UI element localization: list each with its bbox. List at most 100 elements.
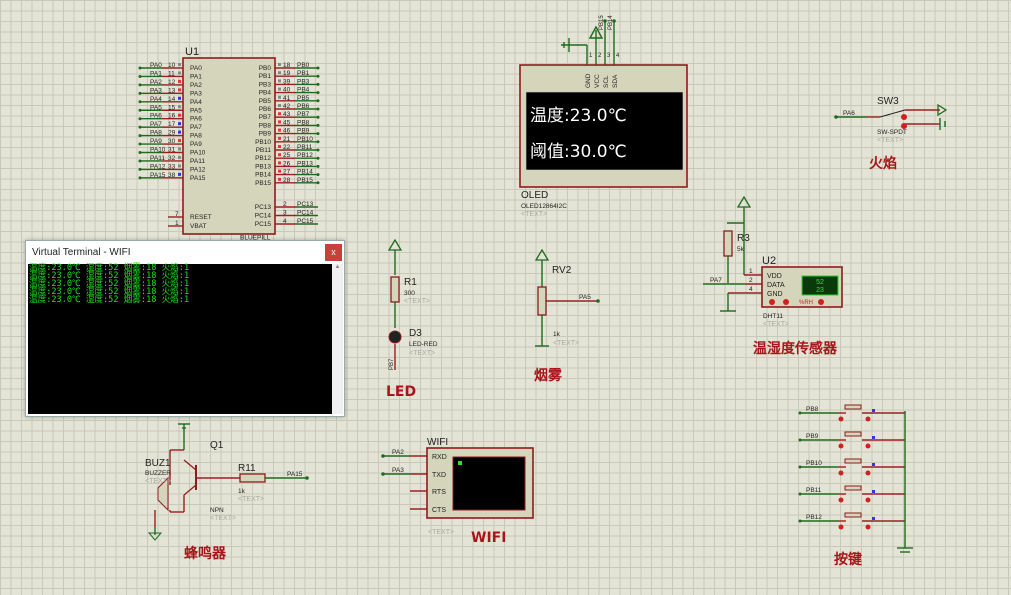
r1-text: <TEXT> [404, 298, 430, 305]
r3-value: 5k [737, 246, 745, 253]
u1-pin-number: 25 [283, 152, 291, 159]
u1-body[interactable] [182, 57, 276, 235]
d3-led[interactable] [388, 330, 402, 344]
u1-pin-name: PA15 [190, 175, 206, 182]
u1-part: BLUEPILL [240, 235, 271, 242]
u1-pin-number: 27 [283, 169, 291, 176]
wifi-pin-txd: TXD [432, 472, 446, 479]
close-button[interactable]: x [325, 243, 342, 261]
u1-pin-number: 33 [168, 163, 176, 170]
u1-pin-number: 29 [168, 130, 176, 137]
push-button[interactable] [844, 431, 862, 437]
dht-temperature[interactable]: 23 [816, 287, 824, 294]
u1-pin-number: 38 [168, 172, 176, 179]
u1-net-label: PA15 [150, 172, 166, 179]
oled-text-placeholder: <TEXT> [521, 211, 547, 218]
buzzer-circuit[interactable]: PA15 R11 1k <TEXT> Q1 NPN <TEXT> BUZ1 BU… [145, 423, 309, 562]
key-net-label: PB8 [806, 406, 819, 413]
u1-pin-name: PA2 [190, 82, 202, 89]
u1-pin-name: PB4 [259, 90, 272, 97]
u1-pin-number: 19 [283, 70, 291, 77]
push-button[interactable] [844, 512, 862, 518]
oled-line-2: 阈值:30.0℃ [530, 142, 627, 162]
dht-unit: %RH [799, 300, 813, 306]
dht-humidity[interactable]: 52 [816, 279, 824, 286]
oled-pin-num: 3 [607, 53, 611, 59]
u1-net-label: PB14 [297, 169, 313, 176]
sw3-flame-switch[interactable]: SW3 PA6 SW-SPDT <TEXT> 火焰 [834, 96, 948, 172]
r1-resistor[interactable] [390, 276, 400, 303]
u1-pin-number: 32 [168, 155, 176, 162]
wifi-pin-cts: CTS [432, 507, 446, 514]
u1-pin-name: VBAT [190, 223, 207, 230]
u1-pin-number: 17 [168, 121, 176, 128]
u1-net-label: PB8 [297, 119, 310, 126]
u1-pin-number: 14 [168, 96, 176, 103]
led-circuit[interactable]: R1 300 <TEXT> D3 LED-RED <TEXT> PB7 LED [386, 238, 438, 400]
u1-pin-name: PA6 [190, 116, 202, 123]
oled-pin-label: SDA [612, 74, 619, 88]
key-net-label: PB10 [806, 460, 822, 467]
u1-pin-number: 7 [175, 211, 179, 218]
dht-text: <TEXT> [763, 321, 789, 328]
push-button[interactable] [844, 404, 862, 410]
u1-net-label: PA7 [150, 121, 162, 128]
virtual-terminal-window[interactable]: Virtual Terminal - WIFI x 温度:23.0℃ 湿度:52… [25, 240, 345, 417]
u1-pin-name: PB6 [259, 106, 272, 113]
u1-pin-number: 41 [283, 95, 291, 102]
rv2-smoke-pot[interactable]: PA5 RV2 1k <TEXT> 烟雾 [534, 248, 600, 384]
u1-pin-name: PB8 [259, 122, 272, 129]
terminal-line: 温度:23.0℃ 湿度:52 烟雾:18 火焰:1 [29, 271, 190, 281]
flame-label: 火焰 [869, 155, 897, 172]
oled-display[interactable]: PB15 PB14 1 2 3 4 GND VCC SCL SDA 温度:23.… [519, 15, 688, 218]
u1-net-label: PA6 [150, 113, 162, 120]
smoke-label: 烟雾 [534, 367, 563, 384]
u1-net-label: PA4 [150, 96, 162, 103]
terminal-title-bar[interactable]: Virtual Terminal - WIFI x [26, 241, 344, 263]
u1-pin-number: 40 [283, 87, 291, 94]
r1-ref: R1 [404, 277, 417, 288]
rv2-net: PA5 [579, 294, 591, 301]
u1-pin-number: 46 [283, 128, 291, 135]
dht-pin-num: 4 [749, 286, 753, 293]
dht11-sensor[interactable]: PA7 R3 5k U2 1 2 4 VDD DATA GND 52 23 %R… [703, 195, 843, 357]
r3-ref: R3 [737, 233, 750, 244]
scroll-up-icon[interactable]: ▲ [334, 264, 341, 270]
u1-pin-name: PC15 [255, 221, 272, 228]
oled-part: OLED12864I2C [521, 203, 567, 210]
r11-ref: R11 [238, 463, 256, 474]
u1-pin-name: PB5 [259, 98, 272, 105]
oled-pin-num: 2 [598, 53, 602, 59]
u1-pin-number: 2 [283, 201, 287, 208]
u1-pin-number: 21 [283, 136, 291, 143]
buzzer-label: 蜂鸣器 [184, 545, 227, 562]
u1-net-label: PB9 [297, 128, 310, 135]
led-label: LED [386, 384, 416, 400]
wifi-text: <TEXT> [428, 529, 454, 536]
oled-pin-num: 4 [616, 53, 620, 59]
terminal-line: 温度:23.0℃ 湿度:52 烟雾:18 火焰:1 [29, 295, 190, 305]
u1-pin-name: PB14 [255, 172, 271, 179]
sw3-net: PA6 [843, 110, 855, 117]
push-button[interactable] [844, 458, 862, 464]
terminal-line: 温度:23.0℃ 湿度:52 烟雾:18 火焰:1 [29, 279, 190, 289]
humidity-sensor-label: 温湿度传感器 [753, 340, 838, 357]
u1-pin-name: PA4 [190, 99, 202, 106]
u1-pin-name: PC14 [255, 213, 272, 220]
u1-net-label: PB4 [297, 87, 310, 94]
u1-net-label: PB1 [297, 70, 310, 77]
terminal-output[interactable]: 温度:23.0℃ 湿度:52 烟雾:18 火焰:1 温度:23.0℃ 湿度:52… [28, 264, 332, 414]
q1-text: <TEXT> [210, 515, 236, 522]
u1-pin-name: PC13 [255, 204, 272, 211]
u1-pin-name: PA5 [190, 107, 202, 114]
wifi-terminal-component[interactable]: WIFI PA2 PA3 RXD TXD RTS CTS <TEXT> WIFI [381, 437, 534, 546]
wifi-pin-rxd: RXD [432, 454, 447, 461]
dht-pin-num: 2 [749, 277, 753, 284]
terminal-scrollbar[interactable]: ▲ [332, 264, 343, 414]
u1-net-label: PA5 [150, 104, 162, 111]
push-button[interactable] [844, 485, 862, 491]
u1-net-label: PB12 [297, 152, 313, 159]
